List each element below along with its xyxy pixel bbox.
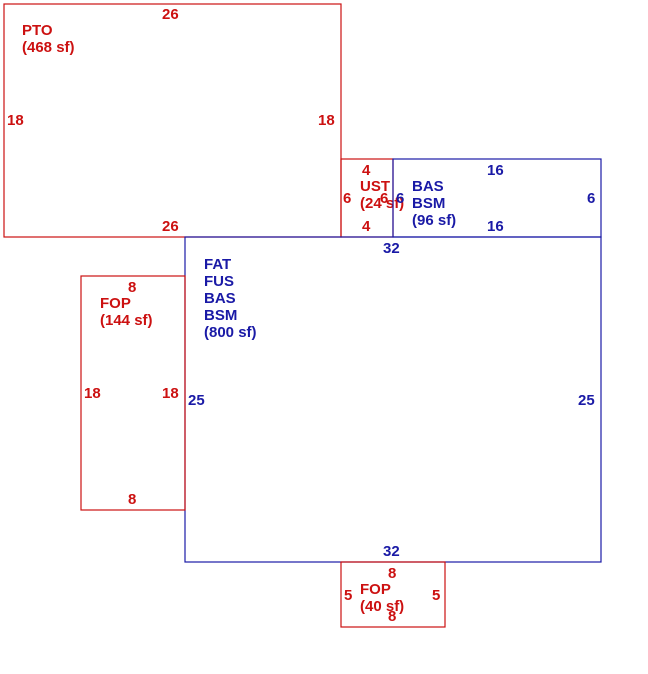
area-pto-dim-right: 18 bbox=[318, 112, 335, 129]
area-bas-bsm-small-size: (96 sf) bbox=[412, 212, 456, 229]
area-main-dim-right: 25 bbox=[578, 392, 595, 409]
area-bas-bsm-small-dim-top: 16 bbox=[487, 162, 504, 179]
area-main-dim-bottom: 32 bbox=[383, 543, 400, 560]
area-ust-dim-bottom: 4 bbox=[362, 218, 371, 235]
area-main-outline bbox=[184, 236, 602, 563]
area-fop-left-code: FOP bbox=[100, 295, 131, 312]
area-main-code-2: FUS bbox=[204, 273, 234, 290]
area-bas-bsm-small-code-1: BAS bbox=[412, 178, 444, 195]
area-fop-left-dim-left: 18 bbox=[84, 385, 101, 402]
area-bas-bsm-small-dim-bottom: 16 bbox=[487, 218, 504, 235]
area-ust-dim-left: 6 bbox=[343, 190, 351, 207]
area-fop-bottom-dim-right: 5 bbox=[432, 587, 440, 604]
area-main-code-1: FAT bbox=[204, 256, 231, 273]
area-fop-left-dim-right: 18 bbox=[162, 385, 179, 402]
area-pto-size: (468 sf) bbox=[22, 39, 75, 56]
area-fop-left-outline bbox=[80, 275, 186, 511]
area-bas-bsm-small-code-2: BSM bbox=[412, 195, 445, 212]
area-main-code-3: BAS bbox=[204, 290, 236, 307]
area-fop-bottom-code: FOP bbox=[360, 581, 391, 598]
area-pto-code: PTO bbox=[22, 22, 53, 39]
area-fop-left-size: (144 sf) bbox=[100, 312, 153, 329]
area-ust-dim-top: 4 bbox=[362, 162, 371, 179]
area-fop-bottom-size: (40 sf) bbox=[360, 598, 404, 615]
area-fop-bottom-outline bbox=[340, 561, 446, 628]
area-fop-bottom-dim-bottom: 8 bbox=[388, 608, 396, 625]
area-pto-outline bbox=[3, 3, 342, 238]
area-fop-left-dim-bottom: 8 bbox=[128, 491, 136, 508]
area-fop-left-dim-top: 8 bbox=[128, 279, 136, 296]
area-ust-code: UST bbox=[360, 178, 390, 195]
area-bas-bsm-small-dim-right: 6 bbox=[587, 190, 595, 207]
area-main-dim-left: 25 bbox=[188, 392, 205, 409]
area-pto-dim-left: 18 bbox=[7, 112, 24, 129]
area-main-code-4: BSM bbox=[204, 307, 237, 324]
area-pto-dim-top: 26 bbox=[162, 6, 179, 23]
area-fop-bottom-dim-top: 8 bbox=[388, 565, 396, 582]
area-ust-dim-right: 6 bbox=[380, 190, 388, 207]
area-fop-bottom-dim-left: 5 bbox=[344, 587, 352, 604]
area-main-dim-top: 32 bbox=[383, 240, 400, 257]
area-main-size: (800 sf) bbox=[204, 324, 257, 341]
area-pto-dim-bottom: 26 bbox=[162, 218, 179, 235]
area-bas-bsm-small-dim-left: 6 bbox=[396, 190, 404, 207]
